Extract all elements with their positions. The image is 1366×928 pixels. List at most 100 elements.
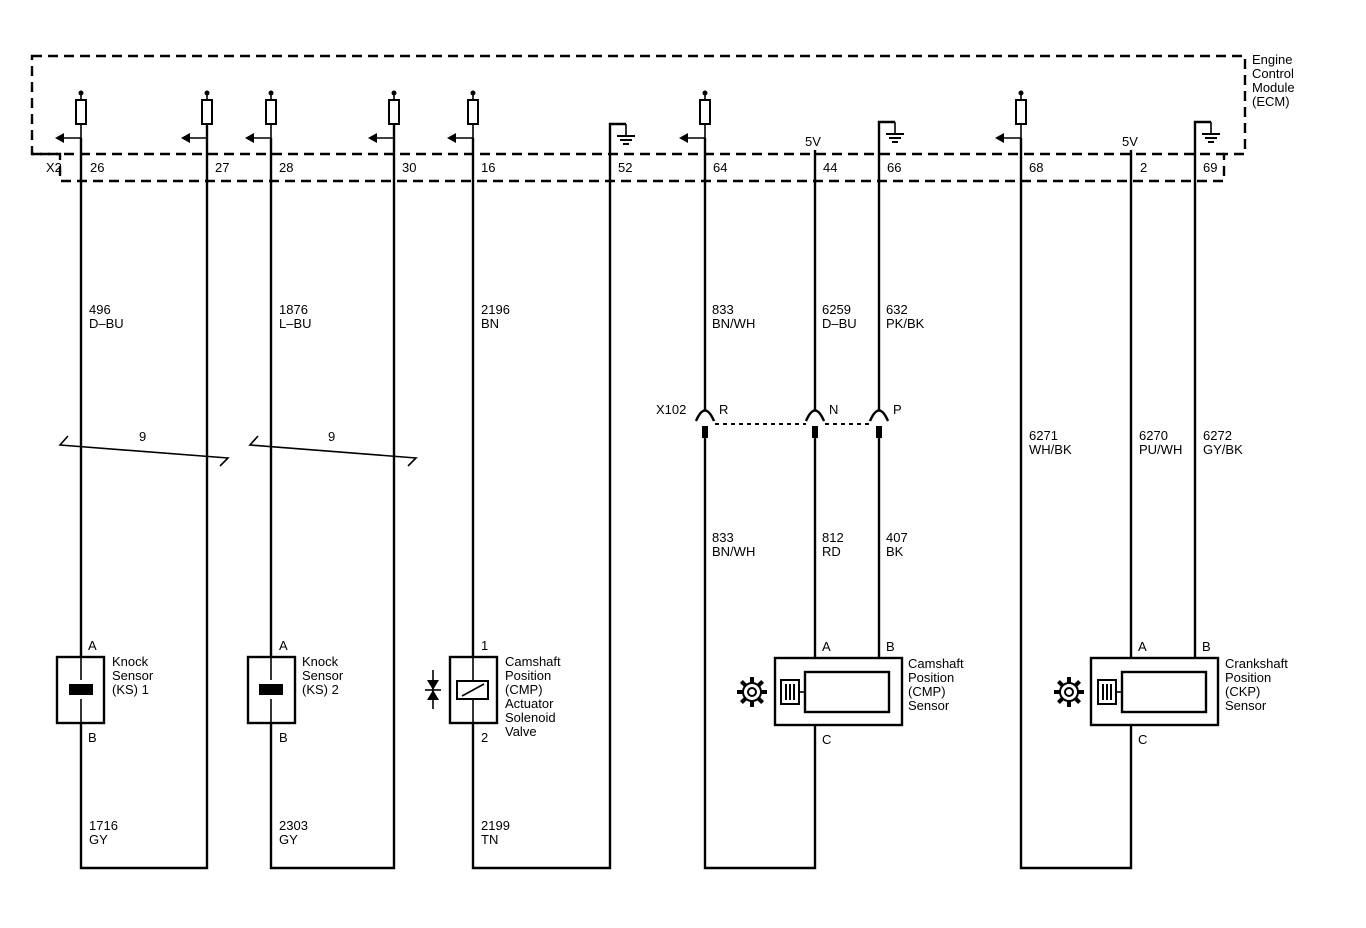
gear-icon [735,675,769,709]
pin-a-label: A [822,639,831,654]
ecm-label-line-2: Control [1252,66,1294,81]
pin-28: 28 [279,160,293,175]
component-label: Sensor [112,668,154,683]
pin-a-label: A [279,638,288,653]
wire-color: BK [886,544,904,559]
ground-icon [1194,121,1221,143]
wire-833-lower [703,428,817,870]
ecm-label-line-1: Engine [1252,52,1292,67]
pin-44: 44 [823,160,837,175]
pin-52: 52 [618,160,632,175]
pin-b-label: B [886,639,895,654]
wire-color: GY [89,832,108,847]
wire-color: GY [279,832,298,847]
pin-30: 30 [402,160,416,175]
cmp-actuator-solenoid: 1 2 Camshaft Position (CMP) Actuator Sol… [425,638,561,745]
pin-a-label: A [1138,639,1147,654]
knock-sensor-1: A B Knock Sensor (KS) 1 [55,638,154,745]
component-label: Knock [302,654,339,669]
twist-count-label: 9 [328,429,335,444]
circuit-number: 6270 [1139,428,1168,443]
circuit-number: 496 [89,302,111,317]
male-terminal-icon [876,426,882,438]
cmp-sensor-element [803,670,891,714]
component-label: (KS) 1 [112,682,149,697]
inline-connector-x102: X102 R N P [656,402,902,438]
ecm-label-line-3: Module [1252,80,1295,95]
component-label: Sensor [1225,698,1267,713]
ckp-sensor-element [1120,670,1208,714]
ecm-internal-symbols: 5V 5V [54,89,1221,149]
twist-count-label: 9 [139,429,146,444]
component-label: Position [505,668,551,683]
pin-1-label: 1 [481,638,488,653]
connector-x2-label: X2 [46,160,62,175]
ecm-pin-numbers: 26 27 28 30 16 52 64 44 66 68 2 69 [90,160,1217,175]
wire-color: BN [481,316,499,331]
component-label: (CKP) [1225,684,1260,699]
wire-632 [877,120,895,410]
cavity-r-label: R [719,402,728,417]
twisted-pair-icon [58,435,230,467]
pin-b-label: B [279,730,288,745]
component-label: Solenoid [505,710,556,725]
component-label: (KS) 2 [302,682,339,697]
component-label: Sensor [302,668,344,683]
circuit-number: 812 [822,530,844,545]
wire-color: BN/WH [712,544,755,559]
gear-icon [1052,675,1086,709]
wire-2303 [269,124,396,870]
wire-color: D–BU [89,316,124,331]
ckp-sensor: A B C Crankshaft Position (CKP) Sensor [1052,639,1288,747]
male-terminal-icon [812,426,818,438]
circuit-number: 833 [712,530,734,545]
pullup-resistor-icon [244,89,277,144]
circuit-number: 632 [886,302,908,317]
wire-2199 [471,122,626,870]
twisted-pair-markers: 9 9 [58,429,418,467]
female-terminal-icon [868,409,890,422]
wire-1716 [79,124,209,870]
pullup-resistor-icon [678,89,711,144]
circuit-number: 6259 [822,302,851,317]
circuit-number: 2303 [279,818,308,833]
voltage-5v-label: 5V [805,134,821,149]
circuit-number: 6272 [1203,428,1232,443]
ecm-module: Engine Control Module (ECM) X2 [30,52,1295,183]
component-label: Actuator [505,696,554,711]
pin-27: 27 [215,160,229,175]
wire-6272 [1193,120,1211,672]
component-label: Camshaft [505,654,561,669]
x102-label: X102 [656,402,686,417]
female-terminal-icon [694,409,716,422]
pin-c-label: C [1138,732,1147,747]
component-label: Crankshaft [1225,656,1288,671]
pin-64: 64 [713,160,727,175]
wire-color: L–BU [279,316,312,331]
pin-16: 16 [481,160,495,175]
component-label: Knock [112,654,149,669]
pin-69: 69 [1203,160,1217,175]
cmp-sensor: A B C Camshaft Position (CMP) Sensor [735,639,964,747]
ground-icon [609,123,636,145]
twisted-pair-icon [248,435,418,467]
wire-color: GY/BK [1203,442,1243,457]
circuit-number: 1716 [89,818,118,833]
wire-6271 [1019,138,1133,870]
pin-2-label: 2 [481,730,488,745]
pin-b-label: B [88,730,97,745]
circuit-wires [79,120,1211,870]
male-terminal-icon [702,426,708,438]
component-label: (CMP) [505,682,543,697]
pin-b-label: B [1202,639,1211,654]
component-label: Position [1225,670,1271,685]
piezo-element-icon [69,684,93,695]
circuit-number: 1876 [279,302,308,317]
wire-color: D–BU [822,316,857,331]
component-label: Valve [505,724,537,739]
pullup-resistor-icon [54,89,87,144]
ecm-boundary [30,54,1247,183]
circuit-number: 2196 [481,302,510,317]
circuit-number: 833 [712,302,734,317]
